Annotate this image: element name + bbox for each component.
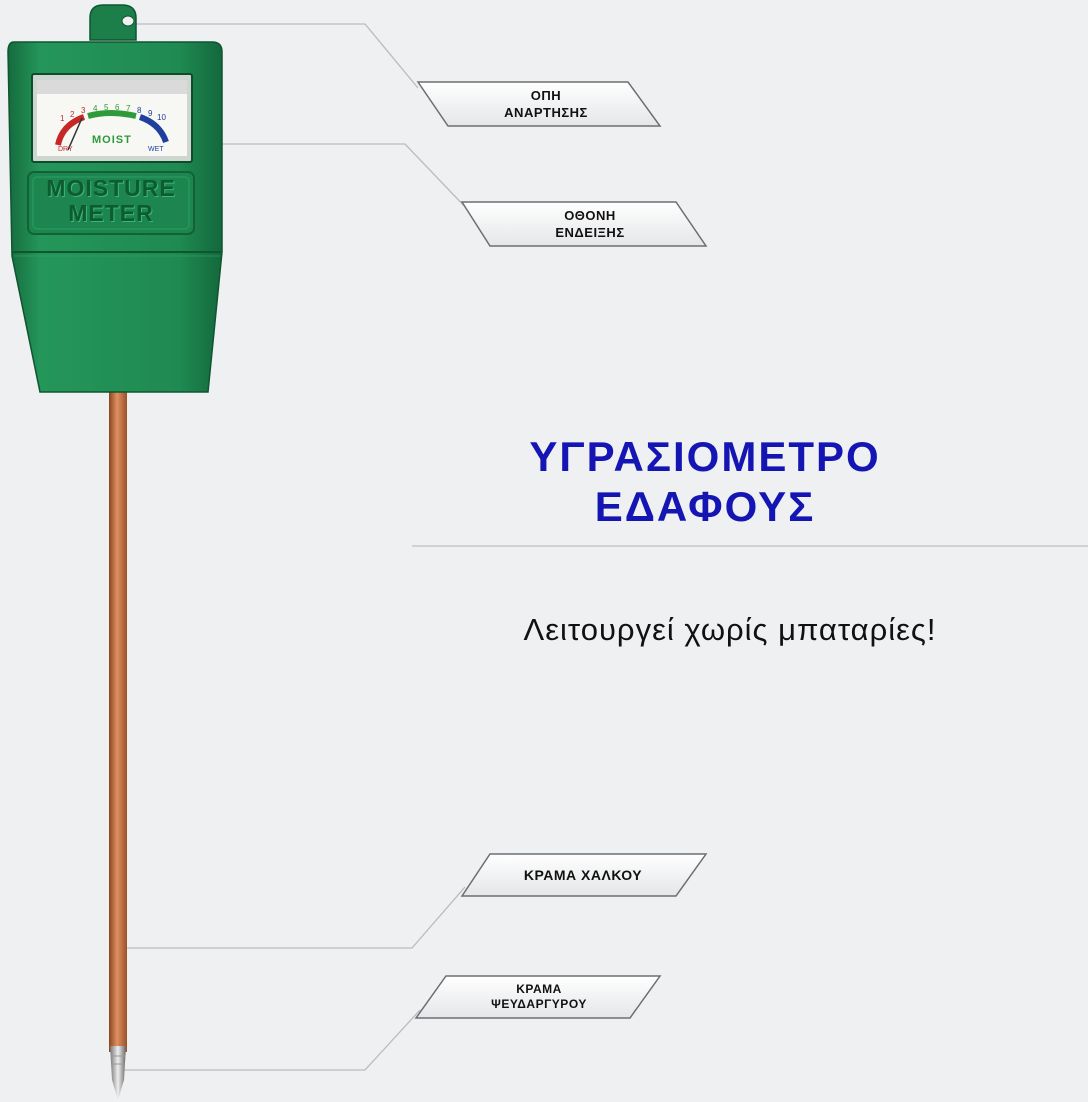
gauge-tick-label: 6 xyxy=(115,103,120,112)
leader-line-zinc xyxy=(118,1009,421,1071)
gauge-tick-label: 8 xyxy=(137,106,142,115)
tag-hang-hole xyxy=(416,81,662,127)
leader-line-display xyxy=(185,143,471,213)
zinc-probe-tip xyxy=(110,1046,126,1100)
callout-tags xyxy=(414,81,708,1019)
gauge-tick-label: 1 xyxy=(60,114,65,123)
gauge-tick-label: 2 xyxy=(70,110,75,119)
leader-line-copper xyxy=(118,886,466,949)
tag-copper xyxy=(460,853,708,897)
leader-line-hang-hole xyxy=(132,23,419,89)
gauge-label-dry: DRY xyxy=(58,146,73,153)
hang-hole-tab xyxy=(89,4,137,41)
callout-zinc: ΚΡΑΜΑ ΨΕΥΔΑΡΓΥΡΟΥ xyxy=(491,982,587,1011)
gauge-arc-green xyxy=(87,110,137,119)
gauge-tick-label: 10 xyxy=(157,113,166,122)
gauge-scale: 1 2 3 4 5 6 7 8 9 10 xyxy=(60,103,180,123)
tag-display xyxy=(460,201,708,247)
callout-display: ΟΘΟΝΗ ΕΝΔΕΙΞΗΣ xyxy=(555,208,625,240)
leader-lines xyxy=(118,23,471,1071)
meter-body xyxy=(7,41,223,393)
gauge-tick-label: 7 xyxy=(126,104,131,113)
gauge-tick-label: 9 xyxy=(148,109,153,118)
gauge-arc-blue xyxy=(138,114,169,144)
brand-label: MOISTURE METER xyxy=(46,175,176,226)
tag-zinc xyxy=(414,975,662,1019)
gauge-label-wet: WET xyxy=(148,146,164,153)
callout-hang-hole: ΟΠΗ ΑΝΑΡΤΗΣΗΣ xyxy=(504,88,588,120)
gauge-arc-red xyxy=(55,114,86,146)
copper-probe xyxy=(109,392,127,1052)
callout-copper: ΚΡΑΜΑ ΧΑΛΚΟΥ xyxy=(523,866,643,883)
brand-plate xyxy=(27,171,195,235)
gauge-needle xyxy=(67,117,83,151)
gauge-tick-label: 3 xyxy=(81,106,86,115)
gauge-tick-label: 5 xyxy=(104,103,109,112)
hang-hole-icon xyxy=(121,15,135,27)
gauge-tick-label: 4 xyxy=(93,104,98,113)
product-subtitle: Λειτουργεί χωρίς μπαταρίες! xyxy=(523,612,937,647)
gauge-label-moist: MOIST xyxy=(92,134,132,146)
product-title: ΥΓΡΑΣΙΟΜΕΤΡΟ ΕΔΑΦΟΥΣ xyxy=(529,433,881,530)
